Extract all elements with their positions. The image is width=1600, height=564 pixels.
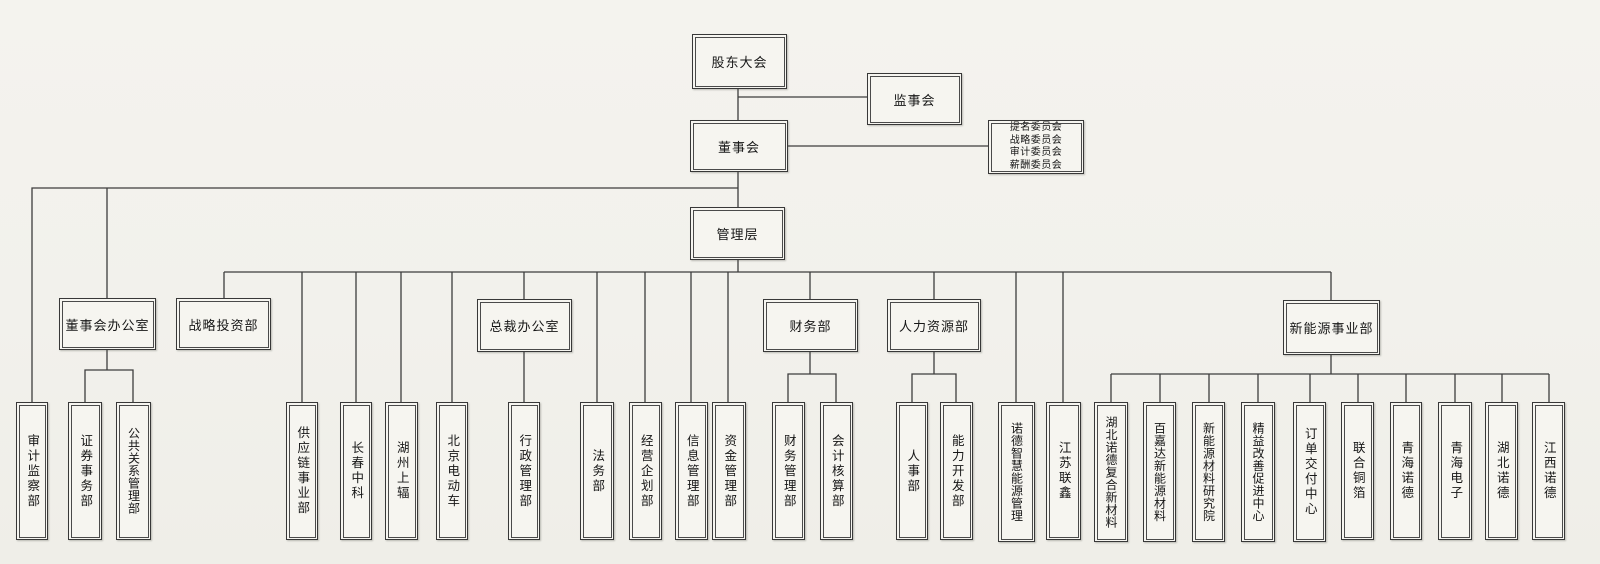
- node-order-delivery-center: 订单交付中心: [1293, 402, 1326, 542]
- node-securities-affairs-dept: 证券事务部: [68, 402, 102, 540]
- node-united-copper-foil: 联合铜箔: [1341, 402, 1374, 540]
- node-management: 管理层: [690, 207, 785, 260]
- node-hr-dept: 人力资源部: [887, 299, 981, 352]
- node-fund-mgmt-dept: 资金管理部: [712, 402, 746, 540]
- committee-strategy: 战略委员会: [1009, 134, 1063, 146]
- node-huzhou-shangfu: 湖州上辐: [385, 402, 418, 540]
- committee-audit: 审计委员会: [1009, 147, 1063, 158]
- node-materials-research-institute: 新能源材料研究院: [1192, 402, 1225, 542]
- node-hubei-nord: 湖北诺德: [1485, 402, 1518, 540]
- committee-nomination: 提名委员会: [1009, 122, 1063, 133]
- node-board-committees: 提名委员会 战略委员会 审计委员会 薪酬委员会: [988, 120, 1084, 174]
- node-personnel-dept: 人事部: [896, 402, 928, 540]
- node-info-mgmt-dept: 信息管理部: [675, 402, 708, 540]
- node-business-planning-dept: 经营企划部: [629, 402, 662, 540]
- node-new-energy-division: 新能源事业部: [1283, 300, 1380, 355]
- node-jiangsu-lianxin: 江苏联鑫: [1046, 402, 1081, 540]
- node-president-office: 总裁办公室: [477, 299, 572, 352]
- node-supervisory-board: 监事会: [867, 73, 962, 125]
- node-shareholders-meeting: 股东大会: [692, 34, 787, 89]
- node-strategic-investment-dept: 战略投资部: [176, 298, 271, 350]
- node-finance-dept: 财务部: [763, 299, 858, 352]
- node-nord-smart-energy: 诺德智慧能源管理: [998, 402, 1035, 542]
- node-baijiada-new-energy: 百嘉达新能源材料: [1143, 402, 1176, 542]
- committee-compensation: 薪酬委员会: [1009, 159, 1063, 171]
- node-lean-improvement-center: 精益改善促进中心: [1241, 402, 1275, 542]
- node-qinghai-electronics: 青海电子: [1438, 402, 1472, 540]
- node-hubei-composite-materials: 湖北诺德复合新材料: [1094, 402, 1128, 542]
- node-public-relations-dept: 公共关系管理部: [116, 402, 151, 540]
- node-accounting-dept: 会计核算部: [820, 402, 853, 540]
- node-audit-supervision-dept: 审计监察部: [16, 402, 48, 540]
- node-board-office: 董事会办公室: [59, 298, 156, 350]
- node-jiangxi-nord: 江西诺德: [1532, 402, 1565, 540]
- node-capability-dev-dept: 能力开发部: [940, 402, 973, 540]
- node-beijing-ev: 北京电动车: [436, 402, 468, 540]
- node-board-of-directors: 董事会: [690, 120, 788, 172]
- node-admin-mgmt-dept: 行政管理部: [508, 402, 540, 540]
- node-legal-dept: 法务部: [580, 402, 614, 540]
- node-changchun-zhongke: 长春中科: [340, 402, 372, 540]
- node-financial-mgmt-dept: 财务管理部: [772, 402, 805, 540]
- node-supply-chain-division: 供应链事业部: [286, 402, 318, 540]
- node-qinghai-nord: 青海诺德: [1390, 402, 1422, 540]
